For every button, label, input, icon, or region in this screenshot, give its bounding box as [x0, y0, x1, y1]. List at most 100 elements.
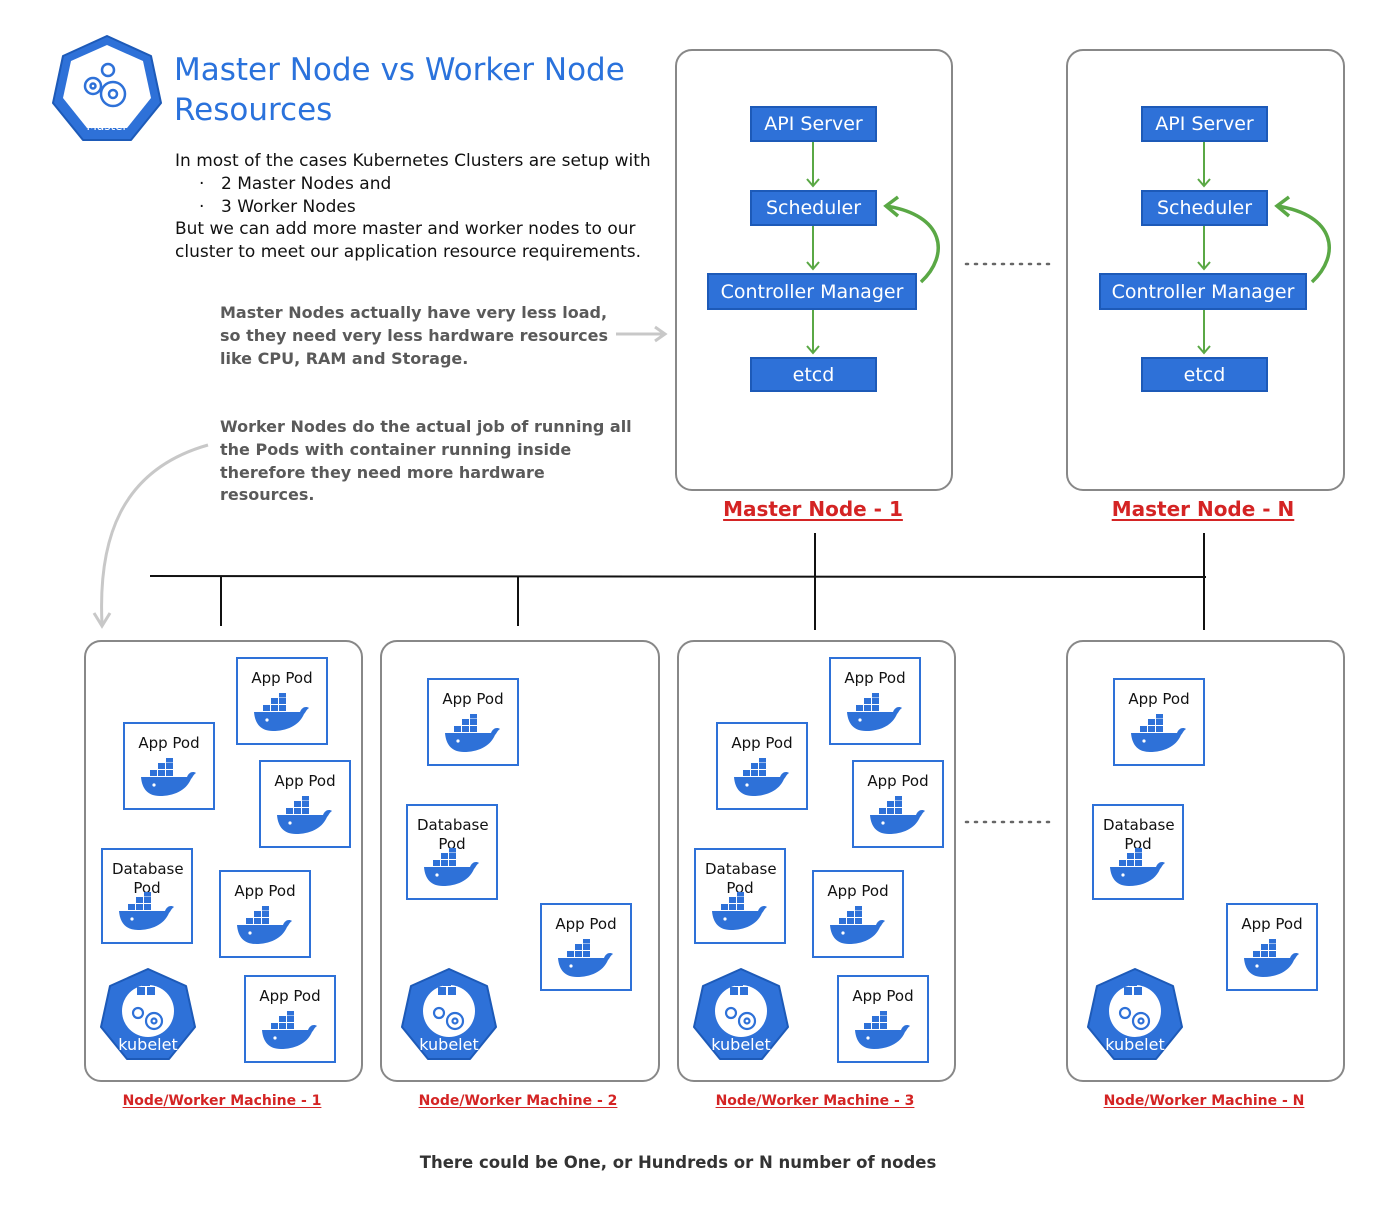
docker-whale-icon — [141, 758, 196, 796]
master-node-1-label: Master Node - 1 — [723, 497, 903, 521]
pod-label: Database Pod — [417, 816, 489, 853]
scheduler-box: Scheduler — [750, 190, 877, 226]
pod-box: App Pod — [812, 870, 904, 958]
docker-whale-icon — [254, 693, 309, 731]
master-n-flow-arrows — [1197, 142, 1331, 355]
intro-text: In most of the cases Kubernetes Clusters… — [175, 150, 675, 264]
intro-bullet-1-text: 2 Master Nodes and — [221, 173, 392, 194]
kubelet-label: kubelet — [1105, 1035, 1165, 1054]
pod-label: App Pod — [1128, 690, 1190, 708]
docker-whale-icon — [445, 714, 500, 752]
pod-box: App Pod — [244, 975, 336, 1063]
docker-whale-icon — [830, 906, 885, 944]
api-server-box: API Server — [1141, 106, 1268, 142]
kubelet-icon: kubelet — [100, 967, 196, 1065]
page-title: Master Node vs Worker Node Resources — [174, 52, 625, 128]
master-logo-label: Master — [86, 119, 128, 133]
pod-box: App Pod — [1113, 678, 1205, 766]
intro-line-1: In most of the cases Kubernetes Clusters… — [175, 151, 651, 171]
pod-box: App Pod — [236, 657, 328, 745]
pod-label: App Pod — [731, 734, 793, 752]
worker-resource-note: Worker Nodes do the actual job of runnin… — [220, 417, 632, 505]
docker-whale-icon — [277, 796, 332, 834]
pod-box: Database Pod — [101, 848, 193, 944]
docker-whale-icon — [1131, 714, 1186, 752]
kubelet-label: kubelet — [118, 1035, 178, 1054]
intro-bullet-1: ·2 Master Nodes and — [199, 173, 392, 194]
pod-label: Database Pod — [1103, 816, 1175, 853]
api-server-box: API Server — [750, 106, 877, 142]
pod-label: App Pod — [274, 772, 336, 790]
docker-whale-icon — [424, 848, 479, 886]
pod-box: App Pod — [1226, 903, 1318, 991]
pod-box: App Pod — [123, 722, 215, 810]
pod-label: App Pod — [442, 690, 504, 708]
docker-whale-icon — [262, 1011, 317, 1049]
pod-label: App Pod — [844, 669, 906, 687]
kubernetes-master-icon — [52, 35, 162, 141]
worker-node-3-label: Node/Worker Machine - 3 — [715, 1093, 915, 1109]
footer-note: There could be One, or Hundreds or N num… — [419, 1153, 937, 1172]
pod-label: App Pod — [138, 734, 200, 752]
intro-bullet-2: ·3 Worker Nodes — [199, 196, 356, 217]
docker-whale-icon — [847, 693, 902, 731]
etcd-box: etcd — [750, 357, 877, 392]
note-arrows — [92, 325, 668, 629]
kubelet-label: kubelet — [711, 1035, 771, 1054]
worker-node-1-box — [84, 640, 363, 1082]
worker-node-3-box — [677, 640, 956, 1082]
docker-whale-icon — [1244, 939, 1299, 977]
worker-node-n-box — [1066, 640, 1345, 1082]
pod-box: App Pod — [837, 975, 929, 1063]
pod-box: Database Pod — [406, 804, 498, 900]
pod-box: App Pod — [259, 760, 351, 848]
pod-box: App Pod — [540, 903, 632, 991]
kubelet-icon: kubelet — [401, 967, 497, 1065]
master-1-flow-arrows — [806, 142, 940, 355]
network-bus-line — [149, 575, 1207, 578]
pod-box: Database Pod — [694, 848, 786, 944]
master-resource-note: Master Nodes actually have very less loa… — [220, 303, 609, 368]
pod-label: App Pod — [555, 915, 617, 933]
pod-label: Database Pod — [705, 860, 777, 897]
pod-label: App Pod — [867, 772, 929, 790]
docker-whale-icon — [734, 758, 789, 796]
controller-manager-box: Controller Manager — [707, 273, 917, 310]
worker-node-n-label: Node/Worker Machine - N — [1103, 1093, 1305, 1109]
docker-whale-icon — [558, 939, 613, 977]
kubelet-label: kubelet — [419, 1035, 479, 1054]
intro-bullet-2-text: 3 Worker Nodes — [221, 196, 356, 217]
pod-box: App Pod — [427, 678, 519, 766]
docker-whale-icon — [712, 892, 767, 930]
docker-whale-icon — [237, 906, 292, 944]
etcd-box: etcd — [1141, 357, 1268, 392]
docker-whale-icon — [870, 796, 925, 834]
docker-whale-icon — [119, 892, 174, 930]
pod-box: App Pod — [716, 722, 808, 810]
master-node-1-box — [675, 49, 953, 491]
pod-box: Database Pod — [1092, 804, 1184, 900]
pod-label: Database Pod — [112, 860, 184, 897]
pod-label: App Pod — [259, 987, 321, 1005]
pod-label: App Pod — [251, 669, 313, 687]
worker-node-1-label: Node/Worker Machine - 1 — [122, 1093, 322, 1109]
master-node-n-label: Master Node - N — [1111, 497, 1295, 521]
master-node-n-box — [1066, 49, 1345, 491]
pod-label: App Pod — [1241, 915, 1303, 933]
pod-label: App Pod — [234, 882, 296, 900]
pod-box: App Pod — [852, 760, 944, 848]
kubelet-icon: kubelet — [693, 967, 789, 1065]
pod-box: App Pod — [219, 870, 311, 958]
docker-whale-icon — [1110, 848, 1165, 886]
worker-node-2-label: Node/Worker Machine - 2 — [418, 1093, 618, 1109]
docker-whale-icon — [855, 1011, 910, 1049]
pod-label: App Pod — [827, 882, 889, 900]
controller-manager-box: Controller Manager — [1099, 273, 1307, 310]
pod-box: App Pod — [829, 657, 921, 745]
scheduler-box: Scheduler — [1141, 190, 1268, 226]
pod-label: App Pod — [852, 987, 914, 1005]
intro-line-2: But we can add more master and worker no… — [175, 219, 642, 263]
kubelet-icon: kubelet — [1087, 967, 1183, 1065]
worker-node-2-box — [380, 640, 660, 1082]
